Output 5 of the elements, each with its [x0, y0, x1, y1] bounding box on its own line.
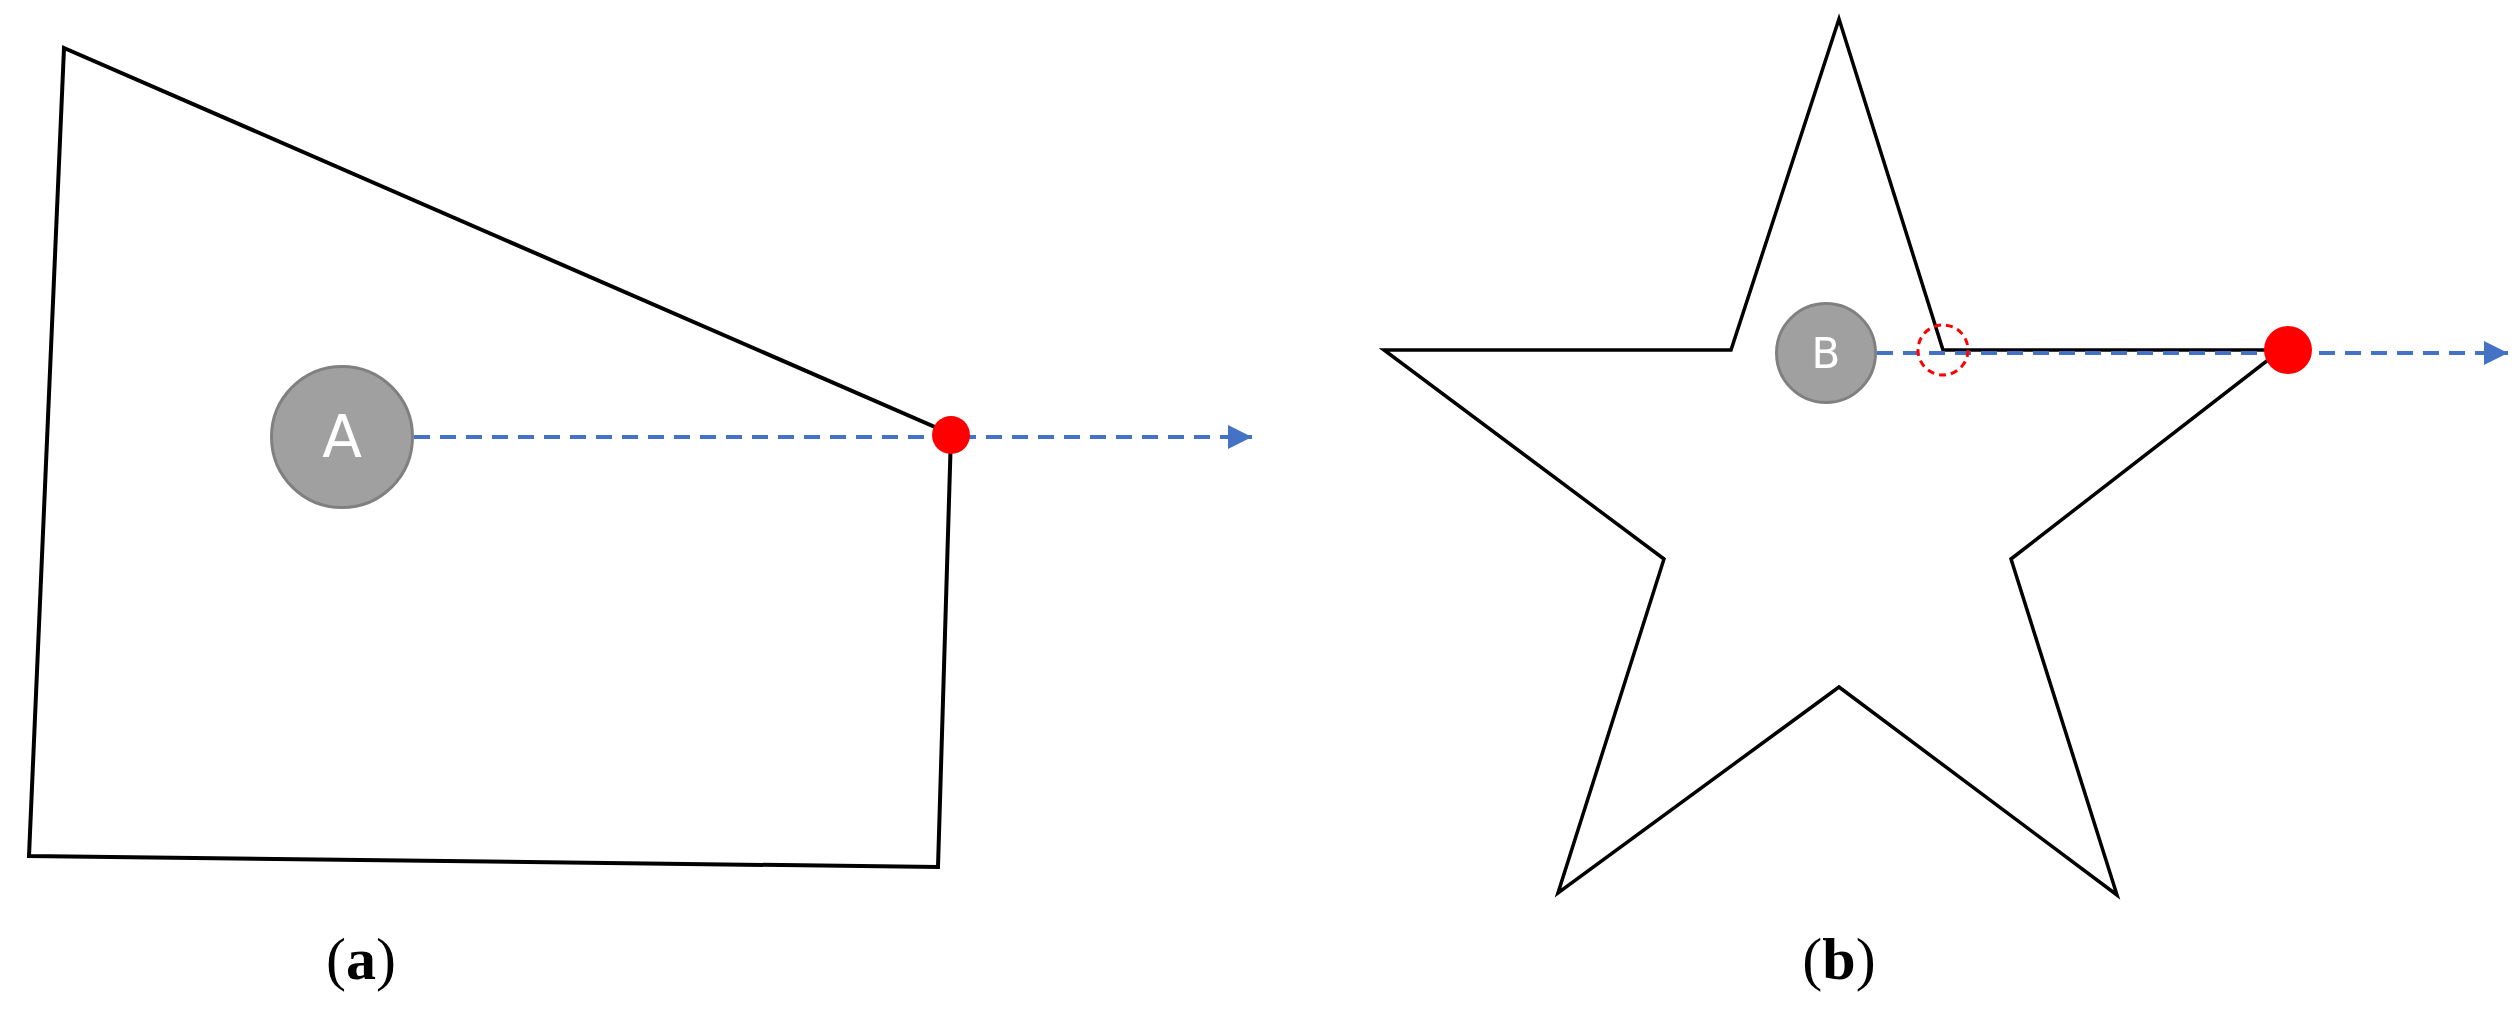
point-circle: B: [1775, 302, 1877, 404]
arrow: [414, 425, 1252, 449]
panel-label: (a): [326, 925, 396, 994]
point-circle: A: [270, 365, 414, 509]
panel-label: (b): [1802, 925, 1876, 994]
